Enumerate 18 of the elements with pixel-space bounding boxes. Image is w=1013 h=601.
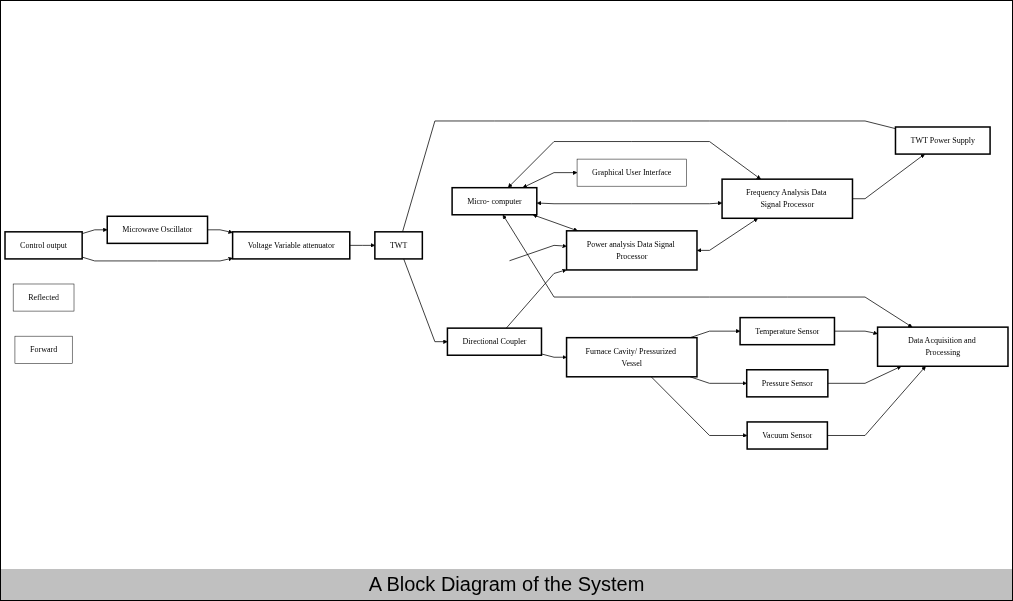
node-box: Forward [14,335,73,364]
node-box: Frequency Analysis Data Signal Processor [721,178,854,220]
node-box: Pressure Sensor [745,369,829,398]
node-box: Control output [4,231,83,260]
caption: A Block Diagram of the System [1,569,1012,600]
node-box: Micro- computer [451,186,538,216]
node-box: Graphical User Interface [576,158,687,187]
node-box: Directional Coupler [446,327,543,356]
node-box: Microwave Oscillator [106,215,209,245]
node-box: Furnace Cavity/ Pressurized Vessel [565,336,698,378]
node-box: Reflected [12,283,75,312]
node-box: TWT Power Supply [894,126,991,155]
node-box: Data Acquisition and Processing [876,326,1009,367]
node-box: TWT [374,231,424,260]
node-box: Power analysis Data Signal Processor [565,230,698,271]
node-box: Vacuum Sensor [746,421,829,450]
node-box: Voltage Variable attenuator [231,231,351,260]
node-box: Temperature Sensor [739,316,836,346]
